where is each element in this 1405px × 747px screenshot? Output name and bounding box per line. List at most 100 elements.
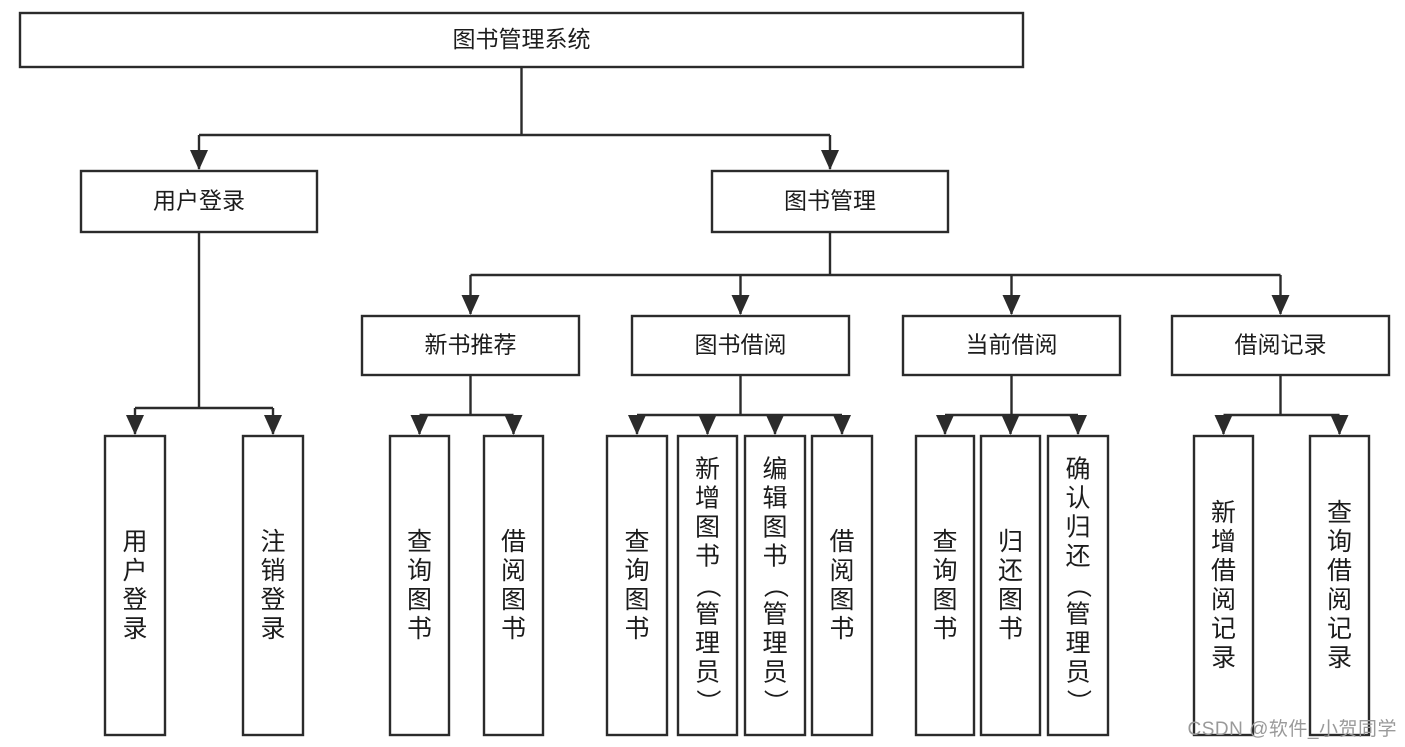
node-label: 图书借阅 (695, 332, 787, 358)
node-label-char: 书 (762, 543, 787, 571)
node-label-char: 户 (122, 557, 147, 585)
arrow-head-icon (936, 415, 954, 435)
node-leaf-0[interactable]: 用户登录 (103, 434, 167, 737)
node-l3-1[interactable]: 图书借阅 (630, 314, 851, 377)
node-label-char: 书 (998, 615, 1023, 643)
node-label-char: 员 (762, 659, 787, 687)
node-box (676, 434, 739, 737)
node-label-char: 录 (122, 615, 147, 643)
node-box (810, 434, 874, 737)
node-label-char: 查 (1327, 499, 1352, 527)
node-label-char: 理 (762, 630, 787, 658)
node-label-char: ） (1064, 689, 1092, 714)
node-label: 用户登录 (153, 188, 245, 214)
node-l2-0[interactable]: 用户登录 (79, 169, 319, 234)
node-box (743, 434, 807, 737)
node-label-char: 编 (762, 456, 787, 484)
node-label-char: 理 (695, 630, 720, 658)
arrow-head-icon (1069, 415, 1087, 435)
node-label-char: （ (761, 573, 789, 598)
arrow-head-icon (833, 415, 851, 435)
node-label-char: 管 (695, 601, 720, 629)
node-box (482, 434, 545, 737)
node-label-char: 询 (624, 557, 649, 585)
node-label-char: ） (761, 689, 789, 714)
node-box (1308, 434, 1371, 737)
node-label-char: 销 (260, 557, 285, 585)
node-l2-1[interactable]: 图书管理 (710, 169, 950, 234)
node-label-char: 图 (407, 586, 432, 614)
arrow-head-icon (821, 150, 839, 170)
node-label-char: 新 (1211, 499, 1236, 527)
node-l3-3[interactable]: 借阅记录 (1170, 314, 1391, 377)
node-label-char: 阅 (1327, 586, 1352, 614)
node-box (1046, 434, 1110, 737)
node-label-char: 辑 (762, 485, 787, 513)
arrow-head-icon (1001, 415, 1020, 435)
node-label-char: 查 (624, 528, 649, 556)
node-label-char: 借 (1211, 557, 1236, 585)
node-label-char: 询 (932, 557, 957, 585)
node-l3-0[interactable]: 新书推荐 (360, 314, 581, 377)
node-label-char: 询 (407, 557, 432, 585)
node-label-char: 登 (122, 586, 147, 614)
arrow-head-icon (126, 415, 144, 435)
node-label-char: 书 (829, 615, 854, 643)
arrow-head-icon (461, 295, 480, 315)
node-label-char: 书 (624, 615, 649, 643)
node-label: 新书推荐 (425, 332, 517, 358)
arrow-head-icon (264, 415, 282, 435)
node-label-char: 归 (998, 528, 1023, 556)
arrow-head-icon (698, 415, 717, 435)
node-label-char: 图 (762, 514, 787, 542)
node-label-char: 确 (1065, 456, 1090, 484)
arrow-head-icon (1330, 415, 1349, 435)
node-label-char: （ (694, 573, 722, 598)
node-label-char: 注 (260, 528, 285, 556)
node-box (1192, 434, 1255, 737)
node-box (241, 434, 305, 737)
node-label-char: 借 (829, 528, 854, 556)
node-root-0[interactable]: 图书管理系统 (18, 11, 1025, 69)
node-label-char: 管 (1065, 601, 1090, 629)
node-label-char: 录 (1327, 644, 1352, 672)
arrow-head-icon (190, 150, 208, 170)
node-label-char: 书 (501, 615, 526, 643)
node-label-char: 增 (1211, 528, 1236, 556)
node-label-char: 用 (122, 528, 147, 556)
arrow-head-icon (1002, 295, 1021, 315)
node-label-char: 查 (932, 528, 957, 556)
node-label: 当前借阅 (966, 332, 1058, 358)
arrow-head-icon (504, 415, 523, 435)
node-label-char: 图 (624, 586, 649, 614)
node-box (710, 169, 950, 234)
node-label-char: 阅 (1211, 586, 1236, 614)
arrow-head-icon (1271, 295, 1290, 315)
arrow-head-icon (1214, 415, 1233, 435)
node-label-char: 图 (501, 586, 526, 614)
node-label-char: 借 (1327, 557, 1352, 585)
node-l3-2[interactable]: 当前借阅 (901, 314, 1122, 377)
node-label-char: 图 (829, 586, 854, 614)
node-label-char: 还 (998, 557, 1023, 585)
node-label-char: 增 (695, 485, 720, 513)
node-label: 借阅记录 (1235, 332, 1327, 358)
node-box (630, 314, 851, 377)
node-box (979, 434, 1042, 737)
node-label-char: 图 (695, 514, 720, 542)
arrow-head-icon (766, 415, 784, 435)
arrow-head-icon (731, 295, 750, 315)
